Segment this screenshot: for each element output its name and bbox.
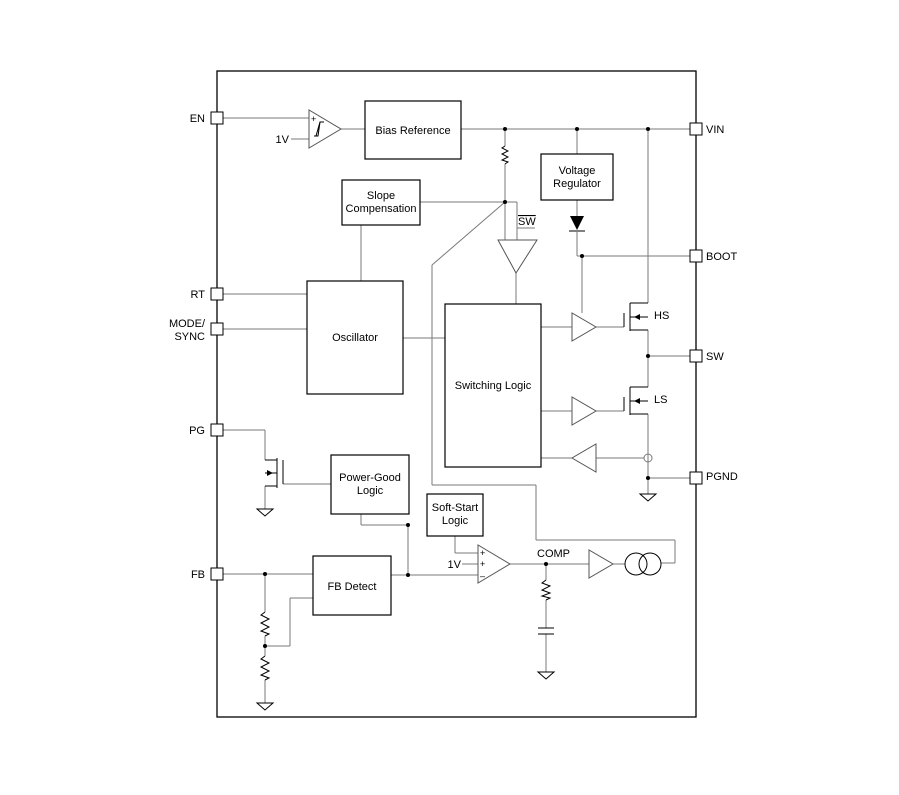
enable-comparator-plus: + (311, 114, 316, 124)
power-good-logic-block (330, 454, 410, 515)
slope-compensation-label-1: Slope (367, 190, 395, 202)
pin-pg (210, 423, 224, 437)
pin-fb-label: FB (191, 569, 205, 581)
error-amp-minus: – (480, 571, 485, 581)
pin-pgnd (689, 471, 703, 485)
oscillator-block (306, 280, 404, 395)
hysteresis-symbol (314, 121, 324, 137)
current-source-icon-2 (638, 552, 662, 576)
slope-compensation-label-2: Compensation (346, 203, 417, 215)
switching-logic-block (444, 303, 542, 468)
pin-en-label: EN (190, 113, 205, 125)
hs-mosfet-icon (623, 302, 648, 331)
fb-resistor-lower-icon (259, 655, 271, 681)
boot-diode-icon (570, 216, 584, 230)
fb-detect-label: FB Detect (328, 581, 377, 593)
switching-logic-label: Switching Logic (455, 380, 532, 392)
comp-buffer (588, 549, 614, 579)
comp-resistor-icon (540, 579, 552, 601)
pin-mode-sync (210, 322, 224, 336)
soft-start-logic-label-2: Logic (442, 515, 469, 527)
enable-comparator (308, 109, 342, 149)
ls-mosfet-icon (623, 386, 648, 415)
error-amp-1v-label: 1V (448, 559, 462, 571)
bias-resistor-icon (500, 145, 510, 165)
pin-boot (689, 249, 703, 263)
voltage-regulator-label-2: Regulator (553, 178, 601, 190)
sw-sense-label: SW (518, 216, 536, 228)
pwm-comparator (497, 239, 538, 274)
pin-rt (210, 287, 224, 301)
soft-start-logic-block (426, 493, 484, 537)
pin-vin-label: VIN (706, 124, 724, 136)
junction-dots (263, 127, 650, 648)
fb-resistor-upper-icon (259, 611, 271, 637)
ground-icon-pgnd (638, 493, 658, 502)
enable-1v-label: 1V (276, 134, 290, 146)
bias-reference-label: Bias Reference (375, 125, 450, 137)
hs-gate-driver (571, 312, 597, 342)
ls-label: LS (654, 394, 667, 406)
oscillator-label: Oscillator (332, 332, 378, 344)
pin-en (210, 111, 224, 125)
ground-icon-comp (536, 671, 556, 680)
fb-detect-block (312, 555, 392, 616)
current-sense-ring (643, 453, 653, 463)
pin-fb (210, 567, 224, 581)
error-amplifier (477, 544, 511, 584)
pin-pgnd-label: PGND (706, 471, 738, 483)
ground-icon-fb (255, 702, 275, 711)
bias-reference-block (364, 100, 462, 160)
ls-gate-driver (571, 396, 597, 426)
pg-mosfet-icon (265, 458, 284, 488)
slope-compensation-block (341, 179, 421, 226)
pin-vin (689, 122, 703, 136)
power-good-logic-label-1: Power-Good (339, 472, 401, 484)
pin-rt-label: RT (191, 289, 206, 301)
current-sense-amplifier (571, 443, 597, 473)
comp-label: COMP (537, 548, 570, 560)
pin-boot-label: BOOT (706, 251, 737, 263)
pin-mode-label-1: MODE/ (169, 318, 206, 330)
hs-label: HS (654, 310, 669, 322)
voltage-regulator-label-1: Voltage (559, 165, 596, 177)
pin-sw-label: SW (706, 351, 724, 363)
voltage-regulator-block (540, 153, 614, 201)
pin-pg-label: PG (189, 425, 205, 437)
ground-icon-pg (255, 508, 275, 517)
current-source-icon (624, 552, 648, 576)
error-amp-plus-1: + (480, 548, 485, 558)
error-amp-plus-2: + (480, 559, 485, 569)
power-good-logic-label-2: Logic (357, 485, 384, 497)
pin-sw (689, 349, 703, 363)
ic-outline (216, 70, 697, 718)
pin-mode-label-2: SYNC (174, 331, 205, 343)
soft-start-logic-label-1: Soft-Start (432, 502, 478, 514)
